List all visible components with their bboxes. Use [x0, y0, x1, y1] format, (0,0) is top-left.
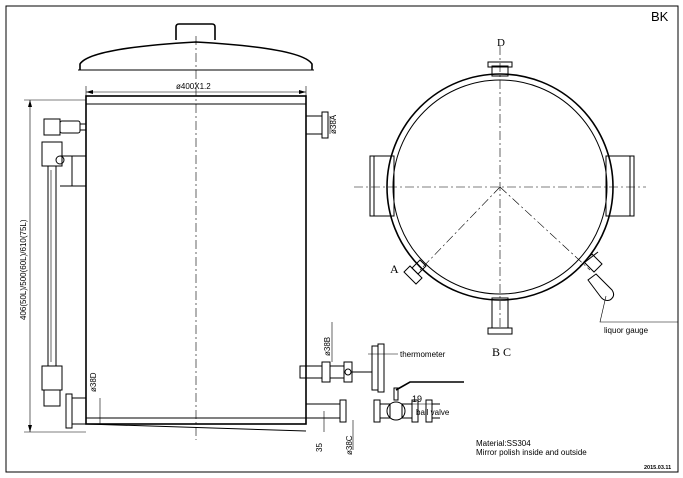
sheet-border	[5, 5, 679, 473]
port-c-dia-label: ø38C	[345, 435, 354, 455]
lid-handle	[175, 23, 216, 40]
side-elevation: ø400X1.2 406(50L)/500(60L)/610(75L)	[19, 23, 464, 455]
ball-valve-label: ball valve	[416, 408, 450, 417]
sheet-date: 2015.03.11	[644, 465, 671, 471]
port-a-plan: A	[390, 259, 427, 285]
port-d-label: D	[497, 37, 505, 49]
sheet-code: BK	[651, 9, 669, 24]
port-d-dia-label: ø38D	[89, 372, 98, 392]
port-a-dia-label: ø38A	[329, 114, 338, 134]
liquor-gauge-label: liquor gauge	[604, 326, 649, 335]
port-b-dia-label: ø38B	[323, 337, 332, 356]
port-c-side: 19 ball valve ø38C 35	[305, 381, 464, 455]
bottom-offset-label: 35	[315, 443, 324, 452]
port-a-side: ø38A	[305, 111, 338, 139]
thermometer-label: thermometer	[400, 350, 446, 359]
diameter-label: ø400X1.2	[176, 82, 211, 91]
port-b-side: ø38B thermometer	[299, 322, 446, 393]
liquor-gauge-plan: liquor gauge	[579, 251, 678, 335]
height-label: 406(50L)/500(60L)/610(75L)	[19, 219, 28, 320]
finish-note: Mirror polish inside and outside	[476, 448, 587, 457]
material-note: Material:SS304	[476, 439, 531, 448]
port-d-side: ø38D	[65, 372, 101, 429]
port-bc-label: B C	[492, 345, 511, 359]
side-liquor-gauge	[41, 118, 86, 407]
port-bc-plan: B C	[487, 297, 513, 359]
port-a-label: A	[390, 262, 399, 276]
valve-pos-label: 19	[412, 394, 422, 404]
plan-view: D B C A liquor gauge	[354, 37, 678, 359]
port-d-plan: D	[487, 37, 513, 77]
